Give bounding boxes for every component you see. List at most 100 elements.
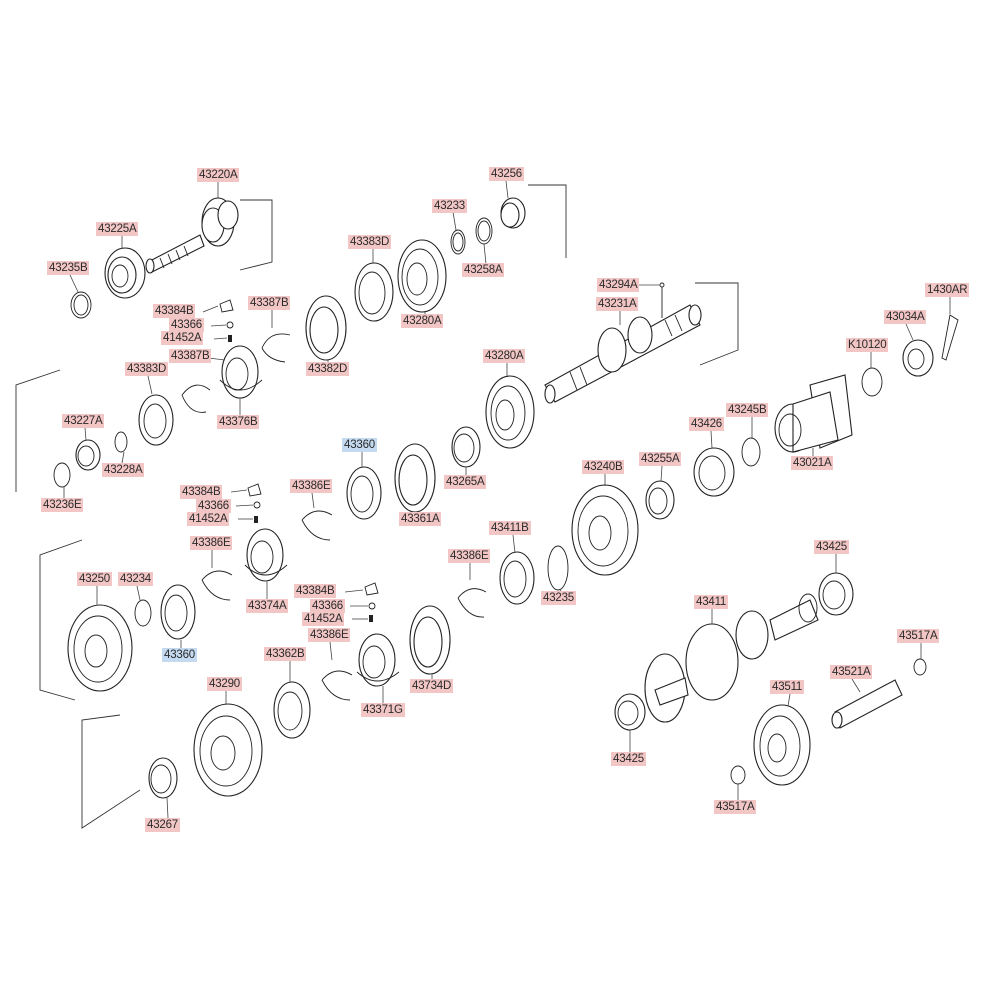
spring-41452A-upper[interactable] [228, 335, 232, 342]
part-label-43290[interactable]: 43290 [207, 677, 242, 691]
part-label-43383D[interactable]: 43383D [125, 362, 169, 376]
ball-43366-upper[interactable] [226, 321, 234, 329]
part-label-43387B[interactable]: 43387B [248, 296, 291, 310]
part-label-41452A[interactable]: 41452A [161, 331, 204, 345]
part-label-43383D[interactable]: 43383D [348, 235, 392, 249]
synchro-ring-43360-lower[interactable] [160, 584, 196, 640]
part-label-43267[interactable]: 43267 [145, 818, 180, 832]
key-43384B-middle[interactable] [247, 483, 262, 497]
ring-43233[interactable] [450, 229, 466, 255]
key-spring-43386E-c[interactable] [457, 588, 487, 618]
part-label-43386E[interactable]: 43386E [448, 549, 491, 563]
snap-ring-43235[interactable] [547, 545, 569, 591]
part-label-43362B[interactable]: 43362B [264, 647, 307, 661]
part-label-43384B[interactable]: 43384B [294, 584, 337, 598]
part-label-43240B[interactable]: 43240B [582, 460, 625, 474]
part-label-K10120[interactable]: K10120 [846, 338, 889, 352]
part-label-43360[interactable]: 43360 [162, 648, 197, 662]
part-label-43425[interactable]: 43425 [814, 540, 849, 554]
key-43384B-upper[interactable] [219, 299, 234, 313]
key-43384B-lower[interactable] [364, 582, 379, 596]
snap-ring-43235B[interactable] [70, 291, 92, 319]
bearing-43227A[interactable] [75, 439, 101, 471]
part-label-43517A[interactable]: 43517A [714, 800, 757, 814]
part-label-43236E[interactable]: 43236E [41, 498, 84, 512]
part-label-43021A[interactable]: 43021A [791, 456, 834, 470]
pin-43294A[interactable] [659, 282, 665, 318]
part-label-43366[interactable]: 43366 [196, 499, 231, 513]
bearing-43425-lower[interactable] [614, 693, 646, 731]
part-label-1430AR[interactable]: 1430AR [925, 283, 970, 297]
part-label-43265A[interactable]: 43265A [444, 475, 487, 489]
part-label-43371G[interactable]: 43371G [361, 703, 405, 717]
key-spring-43386E-a[interactable] [301, 510, 333, 541]
part-label-43387B[interactable]: 43387B [169, 349, 212, 363]
reverse-gear-43511[interactable] [753, 704, 811, 786]
part-label-43361A[interactable]: 43361A [399, 512, 442, 526]
part-label-43235[interactable]: 43235 [541, 591, 576, 605]
synchro-ring-43383D[interactable] [354, 262, 394, 322]
part-label-43376B[interactable]: 43376B [217, 415, 260, 429]
part-label-43411B[interactable]: 43411B [489, 521, 531, 535]
part-label-43234[interactable]: 43234 [118, 572, 153, 586]
part-label-43280A[interactable]: 43280A [483, 349, 526, 363]
part-label-43256[interactable]: 43256 [489, 167, 524, 181]
part-label-43411[interactable]: 43411 [694, 595, 729, 609]
nut-43034A[interactable] [902, 339, 934, 377]
synchro-ring-43383D-lower[interactable] [138, 394, 174, 446]
rear-housing-43021A[interactable] [774, 374, 853, 453]
sleeve-43361A[interactable] [394, 443, 436, 513]
washer-43517A-lower[interactable] [730, 765, 746, 785]
reverse-shaft-43521A[interactable] [831, 679, 903, 729]
key-spring-43386E-b[interactable] [201, 570, 233, 601]
part-label-43511[interactable]: 43511 [770, 680, 805, 694]
synchro-ring-43411B[interactable] [499, 551, 535, 605]
part-label-43384B[interactable]: 43384B [153, 304, 196, 318]
ring-43234[interactable] [134, 599, 152, 627]
snap-ring-K10120[interactable] [861, 367, 883, 397]
part-label-43250[interactable]: 43250 [77, 572, 112, 586]
input-shaft-43220A[interactable] [145, 197, 239, 274]
part-label-43517A[interactable]: 43517A [897, 629, 940, 643]
part-label-43245B[interactable]: 43245B [726, 403, 769, 417]
gear-43280A-main[interactable] [485, 375, 535, 449]
counter-gear-43411[interactable] [644, 593, 819, 723]
bearing-43255A[interactable] [645, 480, 675, 520]
hub-43371G[interactable] [356, 633, 400, 687]
gear-43240B[interactable] [571, 484, 639, 576]
spring-41452A-middle[interactable] [254, 516, 258, 523]
washer-43517A-upper[interactable] [913, 658, 927, 676]
part-label-43294A[interactable]: 43294A [597, 278, 640, 292]
part-label-43034A[interactable]: 43034A [884, 310, 927, 324]
bearing-43267[interactable] [148, 757, 178, 799]
sleeve-43382D[interactable] [305, 295, 347, 361]
bearing-43225A[interactable] [104, 247, 146, 299]
part-label-43280A[interactable]: 43280A [401, 314, 444, 328]
part-label-43425[interactable]: 43425 [611, 752, 646, 766]
part-label-43220A[interactable]: 43220A [197, 168, 240, 182]
part-label-41452A[interactable]: 41452A [187, 512, 230, 526]
hub-43376B[interactable] [219, 345, 263, 399]
key-spring-43387B-upper[interactable] [261, 333, 291, 363]
sleeve-43734D[interactable] [409, 605, 451, 675]
part-label-43235B[interactable]: 43235B [47, 261, 90, 275]
ring-43258A[interactable] [475, 217, 493, 245]
part-label-43382D[interactable]: 43382D [306, 362, 350, 376]
snap-ring-43236E[interactable] [53, 462, 71, 488]
ball-43366-lower[interactable] [368, 602, 376, 610]
part-label-43227A[interactable]: 43227A [62, 414, 105, 428]
ring-43245B[interactable] [741, 437, 761, 467]
gear-43250[interactable] [67, 604, 133, 692]
part-label-43360[interactable]: 43360 [342, 438, 377, 452]
part-label-43386E[interactable]: 43386E [308, 628, 351, 642]
bearing-43265A[interactable] [451, 426, 481, 468]
synchro-ring-43362B[interactable] [273, 681, 311, 739]
part-label-43386E[interactable]: 43386E [290, 479, 333, 493]
part-label-41452A[interactable]: 41452A [302, 612, 345, 626]
gear-43290[interactable] [193, 703, 263, 797]
ball-43366-middle[interactable] [253, 501, 261, 509]
part-label-43366[interactable]: 43366 [310, 599, 345, 613]
key-spring-43387B-lower[interactable] [181, 384, 211, 413]
part-label-43366[interactable]: 43366 [169, 318, 204, 332]
bearing-43425-upper[interactable] [818, 572, 854, 616]
